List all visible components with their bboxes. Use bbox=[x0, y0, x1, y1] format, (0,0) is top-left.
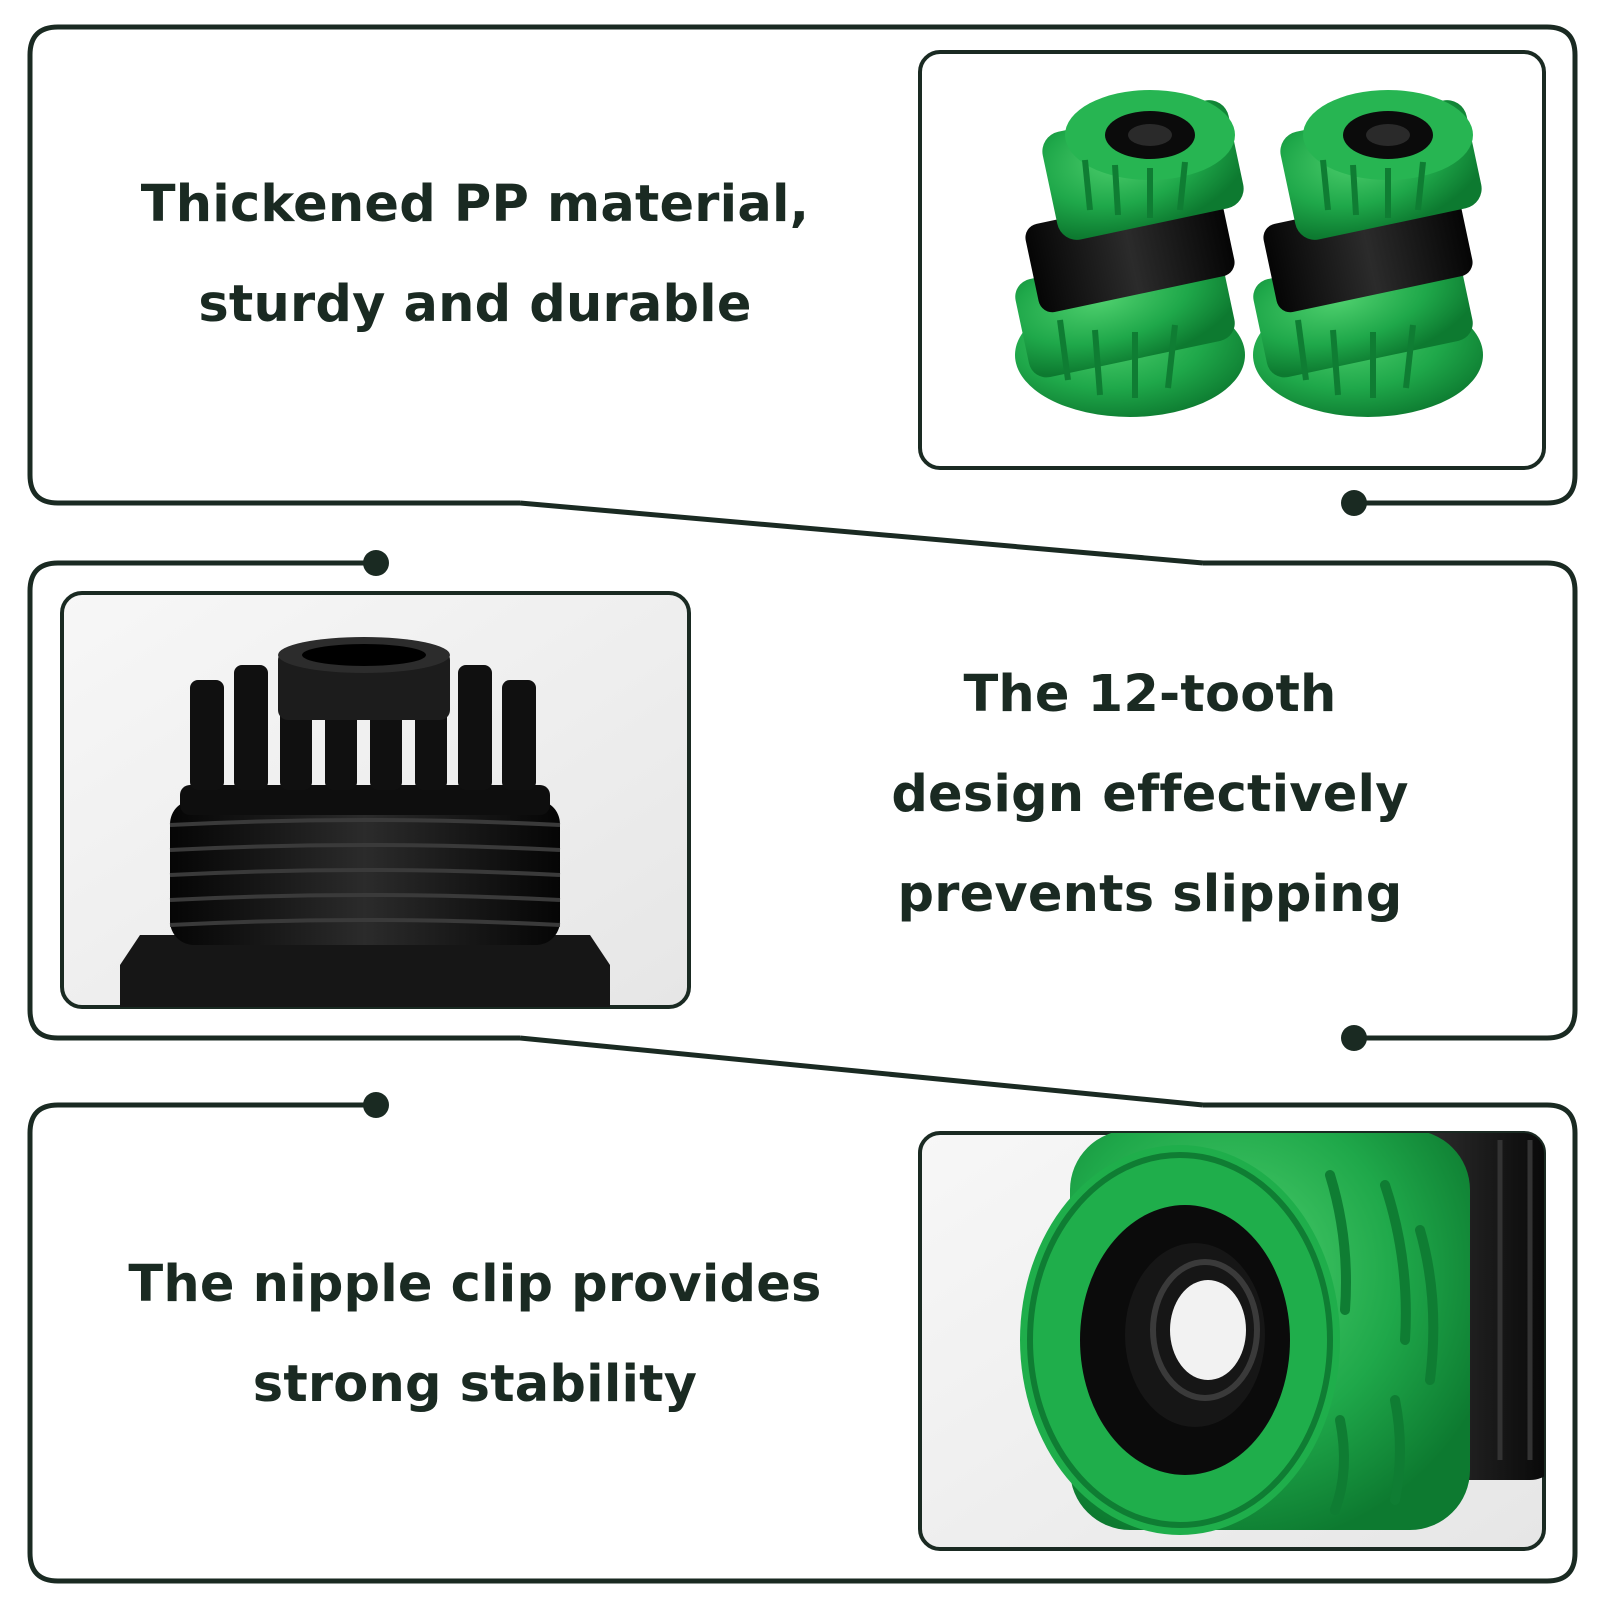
caption-line: strong stability bbox=[252, 1355, 698, 1414]
photo-12-tooth-fitting bbox=[60, 591, 691, 1009]
frame-dots bbox=[363, 490, 1367, 1118]
caption-pp-material: Thickened PP material, sturdy and durabl… bbox=[60, 155, 890, 355]
caption-line: sturdy and durable bbox=[198, 275, 752, 334]
panel-1-frame bbox=[27, 24, 1578, 506]
caption-line: prevents slipping bbox=[897, 865, 1403, 924]
dot-2 bbox=[363, 550, 389, 576]
caption-line: The 12-tooth bbox=[963, 665, 1337, 724]
green-connector-right bbox=[1253, 90, 1483, 417]
photo-two-green-connectors bbox=[918, 50, 1546, 470]
dot-3 bbox=[1341, 1025, 1367, 1051]
dot-1 bbox=[1341, 490, 1367, 516]
caption-line: Thickened PP material, bbox=[140, 175, 810, 234]
frame-lines bbox=[27, 24, 1578, 1584]
photo-green-connector-closeup bbox=[918, 1131, 1546, 1551]
caption-line: design effectively bbox=[891, 765, 1409, 824]
connector-2-3 bbox=[519, 1035, 1204, 1108]
green-connector-left bbox=[1015, 90, 1245, 417]
dot-4 bbox=[363, 1092, 389, 1118]
panel-3-frame bbox=[27, 1102, 1578, 1584]
caption-line: The nipple clip provides bbox=[128, 1255, 822, 1314]
panel-2-frame bbox=[27, 560, 1578, 1041]
caption-12-tooth: The 12-tooth design effectively prevents… bbox=[735, 645, 1565, 945]
caption-nipple-clip: The nipple clip provides strong stabilit… bbox=[60, 1235, 890, 1435]
connector-1-2 bbox=[519, 500, 1204, 566]
